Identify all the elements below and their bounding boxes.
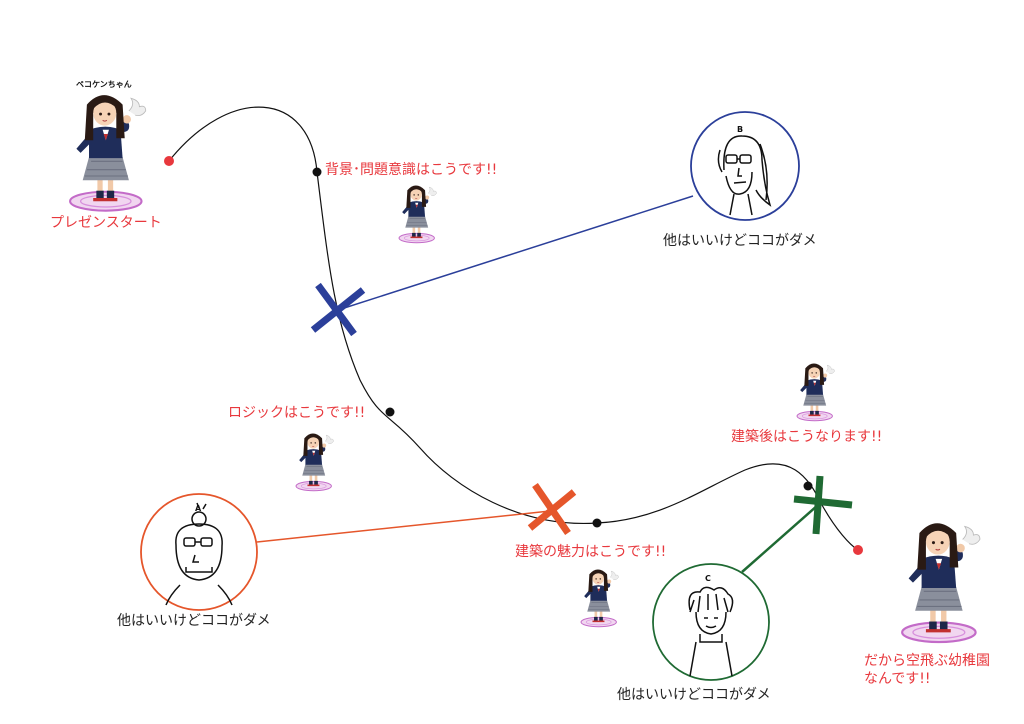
- presentation-path: [168, 106, 859, 551]
- presenter-girl-icon: [580, 569, 619, 628]
- appeal-label: 建築の魅力はこうです!!: [515, 544, 667, 560]
- presenter-girl-icon: [69, 94, 147, 212]
- critic-b-circle: [690, 111, 800, 221]
- milestone-dot-background: [312, 167, 322, 177]
- critic-face-icon: [165, 502, 233, 606]
- start-dot: [164, 156, 174, 166]
- critic-a-connector: [256, 510, 551, 543]
- critic-a-circle: [140, 493, 258, 611]
- critic-c-comment: 他はいいけどココがダメ: [617, 687, 771, 703]
- critic-a-comment: 他はいいけどココがダメ: [117, 613, 271, 629]
- after-build-label: 建築後はこうなります!!: [731, 429, 883, 445]
- presenter-girl-icon: [901, 522, 981, 644]
- milestone-dot-after-build: [803, 481, 813, 491]
- x-mark-icon: [527, 483, 577, 535]
- critic-a-letter: A: [195, 504, 202, 513]
- critic-face-icon: [688, 586, 734, 677]
- critic-b-connector: [337, 195, 694, 311]
- milestone-dot-logic: [385, 407, 395, 417]
- end-label-line1: だから空飛ぶ幼稚園: [864, 653, 990, 669]
- critic-c-circle: [652, 563, 770, 681]
- x-mark-icon: [310, 282, 366, 337]
- background-label: 背景･問題意識はこうです!!: [325, 162, 498, 178]
- end-dot: [853, 545, 863, 555]
- critic-b-letter: B: [737, 125, 744, 134]
- end-label-line2: なんです!!: [864, 671, 931, 687]
- critic-c-connector: [741, 504, 819, 573]
- x-mark-icon: [793, 475, 853, 535]
- milestone-dot-appeal: [592, 518, 602, 528]
- critic-face-icon: [717, 135, 772, 216]
- presenter-girl-icon: [796, 363, 835, 422]
- presenter-girl-icon: [398, 185, 438, 244]
- start-label: プレゼンスタート: [50, 215, 162, 231]
- character-name-label: ペコケンちゃん: [76, 80, 132, 89]
- logic-label: ロジックはこうです!!: [228, 405, 366, 421]
- critic-b-comment: 他はいいけどココがダメ: [663, 233, 817, 249]
- presenter-girl-icon: [295, 433, 335, 492]
- critic-c-letter: C: [705, 574, 711, 583]
